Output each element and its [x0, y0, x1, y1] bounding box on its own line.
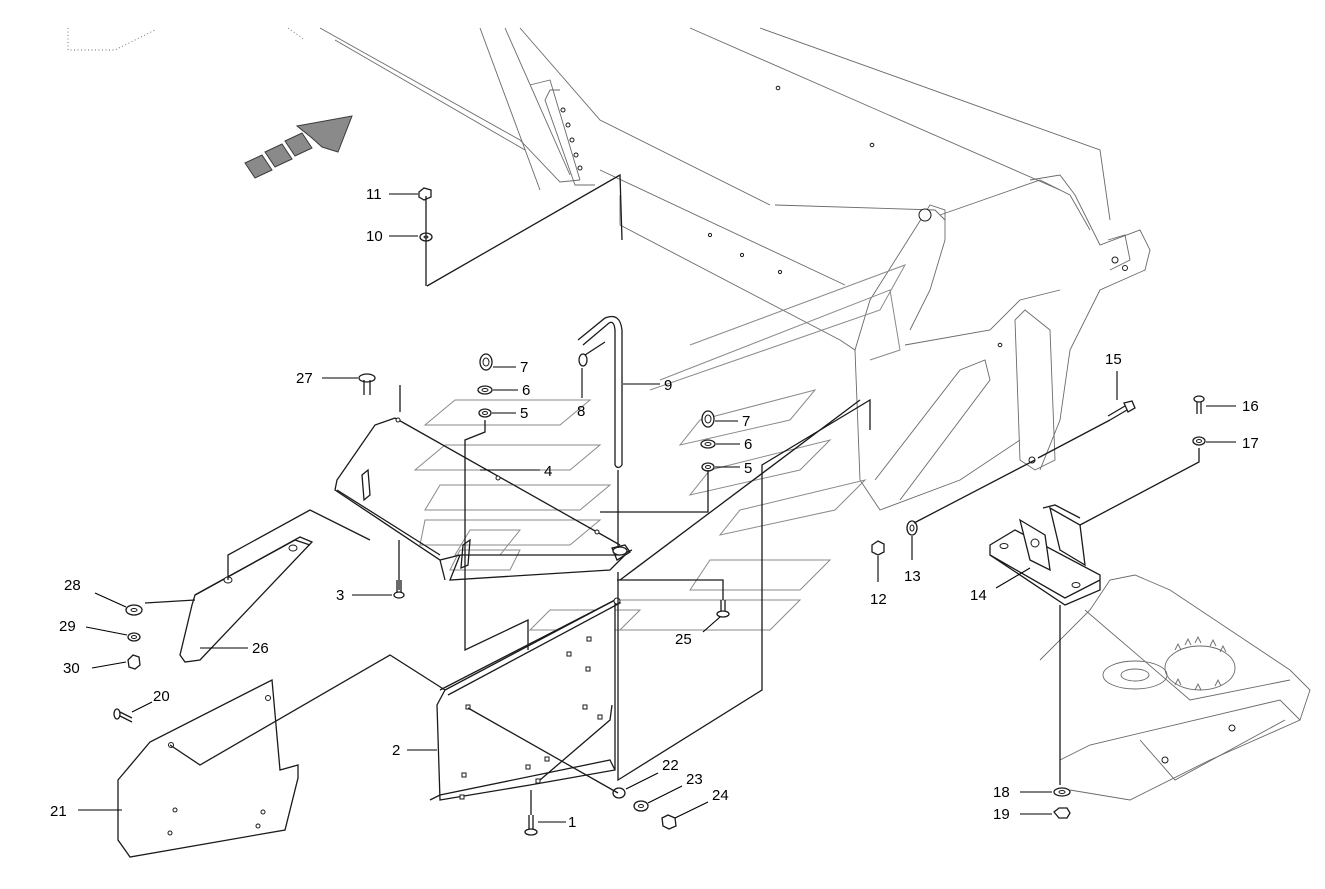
fasteners	[113, 187, 1206, 836]
callout-7b: 7	[742, 413, 750, 430]
part-26-bracket	[179, 536, 314, 663]
callout-26: 26	[252, 640, 269, 657]
callout-30: 30	[63, 660, 80, 677]
callout-13: 13	[904, 568, 921, 585]
part-4-shield	[334, 173, 633, 581]
callout-5b: 5	[744, 460, 752, 477]
callout-23: 23	[686, 771, 703, 788]
callout-25: 25	[675, 631, 692, 648]
callout-27: 27	[296, 370, 313, 387]
callout-1: 1	[568, 814, 576, 831]
callout-12: 12	[870, 591, 887, 608]
callout-17: 17	[1242, 435, 1259, 452]
assembly-lines	[144, 196, 1200, 815]
callout-20: 20	[153, 688, 170, 705]
callout-14: 14	[970, 587, 987, 604]
callouts: 1 2 3 4 5 5 6 6 7 7 8 9 10	[50, 186, 1259, 831]
callout-6a: 6	[522, 382, 530, 399]
callout-8: 8	[577, 403, 585, 420]
callout-29: 29	[59, 618, 76, 635]
callout-22: 22	[662, 757, 679, 774]
callout-6b: 6	[744, 436, 752, 453]
ghost-plates	[413, 264, 907, 631]
part-9-handle	[577, 315, 623, 469]
frame-chassis	[67, 27, 1151, 511]
callout-10: 10	[366, 228, 383, 245]
callout-5a: 5	[520, 405, 528, 422]
part-21-panel	[117, 678, 299, 858]
callout-21: 21	[50, 803, 67, 820]
callout-2: 2	[392, 742, 400, 759]
callout-7a: 7	[520, 359, 528, 376]
right-side-plate	[617, 398, 871, 782]
callout-11: 11	[366, 186, 382, 203]
callout-15: 15	[1105, 351, 1122, 368]
lower-right-chassis	[1039, 574, 1311, 801]
travel-direction-arrow-icon	[244, 115, 353, 179]
part-2-plate	[429, 597, 622, 801]
callout-3: 3	[336, 587, 344, 604]
part-14-mount	[989, 504, 1101, 606]
callout-18: 18	[993, 784, 1010, 801]
callout-9: 9	[664, 377, 672, 394]
callout-4: 4	[544, 463, 552, 480]
callout-28: 28	[64, 577, 81, 594]
callout-19: 19	[993, 806, 1010, 823]
callout-16: 16	[1242, 398, 1259, 415]
callout-24: 24	[712, 787, 729, 804]
